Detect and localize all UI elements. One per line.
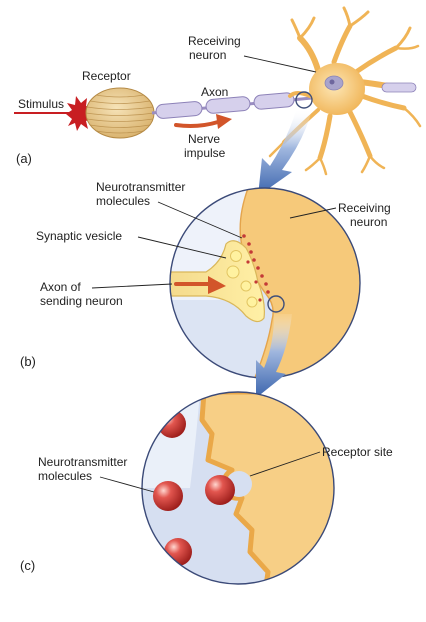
receiving-neuron-a — [268, 6, 422, 176]
label-synaptic-vesicle: Synaptic vesicle — [36, 229, 122, 243]
axon-arrow-b — [174, 276, 226, 294]
label-neurotransmitter-c-2: molecules — [38, 469, 92, 483]
label-receiving-neuron-b-2: neuron — [350, 215, 387, 229]
panel-a: Stimulus Receptor Axon Nerve impulse Rec… — [14, 6, 422, 196]
leader-receptor-site — [249, 451, 321, 477]
neurotransmitter-dots — [242, 234, 270, 302]
label-stimulus: Stimulus — [18, 97, 64, 111]
synaptic-vesicles — [226, 250, 258, 308]
leader-axon-sending — [91, 283, 173, 289]
label-nerve-impulse-2: impulse — [184, 146, 226, 160]
zoom-marker-a — [295, 91, 313, 109]
panel-tag-a: (a) — [16, 151, 32, 166]
label-receiving-neuron-a-2: neuron — [189, 48, 226, 62]
leader-receiving-neuron-a — [243, 55, 317, 73]
label-neurotransmitter-c-1: Neurotransmitter — [38, 455, 127, 469]
leader-synaptic-vesicle — [137, 236, 227, 259]
label-receiving-neuron-a-1: Receiving — [188, 34, 241, 48]
nerve-impulse-arrow — [174, 114, 232, 129]
label-axon-sending-1: Axon of — [40, 280, 81, 294]
panel-b: Neurotransmitter molecules Receiving neu… — [20, 180, 391, 398]
label-neurotransmitter-b-2: molecules — [96, 194, 150, 208]
leader-neurotransmitter-b — [157, 201, 243, 239]
axon-segments — [151, 92, 313, 119]
leader-neurotransmitter-c — [99, 476, 155, 493]
leader-receiving-neuron-b — [289, 207, 337, 219]
label-axon: Axon — [201, 85, 228, 99]
label-nerve-impulse-1: Nerve — [188, 132, 220, 146]
panel-c: Neurotransmitter molecules Receptor site… — [20, 391, 393, 585]
zoom-arrow-b-c — [256, 314, 292, 398]
zoom-arrow-a-b — [258, 110, 312, 196]
label-neurotransmitter-b-1: Neurotransmitter — [96, 180, 185, 194]
label-receiving-neuron-b-1: Receiving — [338, 201, 391, 215]
zoom-marker-b — [267, 295, 285, 313]
label-axon-sending-2: sending neuron — [40, 294, 123, 308]
panel-tag-b: (b) — [20, 354, 36, 369]
panel-tag-c: (c) — [20, 558, 35, 573]
stimulus-burst — [66, 96, 93, 131]
label-receptor-site: Receptor site — [322, 445, 393, 459]
label-receptor: Receptor — [82, 69, 131, 83]
receptor — [85, 87, 155, 139]
